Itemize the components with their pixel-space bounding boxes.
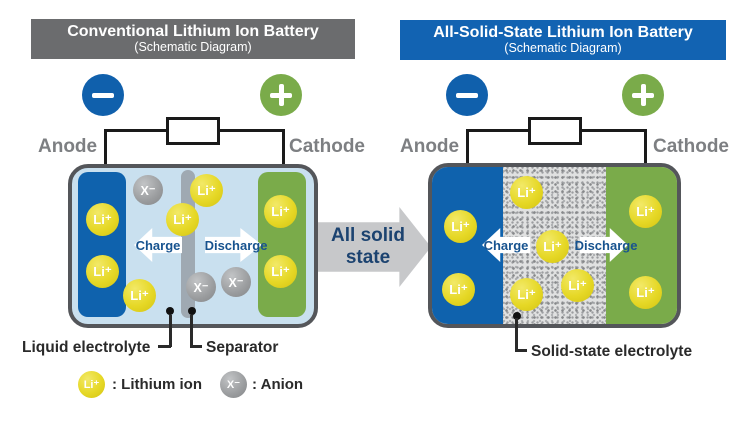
all-solid-state-line2: state bbox=[345, 246, 391, 268]
right-discharge-label: Discharge bbox=[574, 238, 638, 253]
lithium-ion-icon: Li⁺ bbox=[510, 176, 543, 209]
circuit-load-box bbox=[528, 117, 582, 145]
lithium-ion-icon: Li⁺ bbox=[442, 273, 475, 306]
liquid-electrolyte-leader-line bbox=[169, 315, 172, 347]
circuit-wire-cathode bbox=[282, 129, 285, 166]
plus-terminal-icon bbox=[260, 74, 302, 116]
legend-lithium-ion-icon: Li⁺ bbox=[78, 371, 105, 398]
lithium-ion-icon: Li⁺ bbox=[444, 210, 477, 243]
circuit-wire-anode bbox=[466, 129, 469, 165]
left-cathode-label: Cathode bbox=[289, 136, 365, 157]
separator-leader-line bbox=[190, 315, 193, 347]
left-charge-label: Charge bbox=[135, 238, 181, 253]
solid-state-electrolyte-label: Solid-state electrolyte bbox=[531, 343, 693, 360]
liquid-electrolyte-label: Liquid electrolyte bbox=[22, 339, 151, 356]
solid-state-battery-cell: Charge Discharge Li⁺ Li⁺ Li⁺ Li⁺ Li⁺ Li⁺… bbox=[428, 163, 681, 328]
right-panel-subtitle: (Schematic Diagram) bbox=[504, 40, 622, 55]
minus-bar bbox=[456, 92, 478, 98]
lithium-ion-icon: Li⁺ bbox=[190, 174, 223, 207]
right-charge-label: Charge bbox=[483, 238, 529, 253]
plus-vbar bbox=[278, 84, 284, 106]
legend-anion-label: : Anion bbox=[252, 376, 304, 393]
left-panel-title: Conventional Lithium Ion Battery bbox=[67, 23, 319, 41]
all-solid-state-text: All solid state bbox=[322, 225, 414, 269]
circuit-load-box bbox=[166, 117, 220, 145]
left-panel-subtitle: (Schematic Diagram) bbox=[134, 39, 252, 54]
lithium-ion-icon: Li⁺ bbox=[166, 203, 199, 236]
circuit-wire-cathode bbox=[644, 129, 647, 165]
solid-electrolyte-leader-line bbox=[515, 318, 518, 351]
right-panel-title: All-Solid-State Lithium Ion Battery bbox=[433, 24, 693, 42]
lithium-ion-icon: Li⁺ bbox=[264, 255, 297, 288]
minus-terminal-icon bbox=[446, 74, 488, 116]
anion-icon: X⁻ bbox=[133, 175, 163, 205]
anion-icon: X⁻ bbox=[186, 272, 216, 302]
lithium-ion-icon: Li⁺ bbox=[561, 269, 594, 302]
lithium-ion-icon: Li⁺ bbox=[510, 278, 543, 311]
separator-leader-tick bbox=[190, 345, 202, 348]
circuit-wire-anode bbox=[104, 129, 107, 166]
anion-icon: X⁻ bbox=[221, 267, 251, 297]
lithium-ion-icon: Li⁺ bbox=[86, 255, 119, 288]
minus-bar bbox=[92, 92, 114, 98]
plus-vbar bbox=[640, 84, 646, 106]
right-panel-header: All-Solid-State Lithium Ion Battery (Sch… bbox=[400, 20, 726, 60]
liquid-battery-cell: Charge Discharge X⁻ X⁻ X⁻ Li⁺ Li⁺ Li⁺ Li… bbox=[68, 164, 318, 328]
lithium-ion-icon: Li⁺ bbox=[264, 195, 297, 228]
lithium-ion-icon: Li⁺ bbox=[629, 195, 662, 228]
right-anode-label: Anode bbox=[400, 136, 460, 157]
separator-marker-dot bbox=[188, 307, 196, 315]
lithium-ion-icon: Li⁺ bbox=[536, 230, 569, 263]
left-anode-label: Anode bbox=[38, 136, 98, 157]
legend-anion-icon: X⁻ bbox=[220, 371, 247, 398]
lithium-ion-icon: Li⁺ bbox=[629, 276, 662, 309]
solid-electrolyte-leader-tick bbox=[515, 349, 527, 352]
plus-terminal-icon bbox=[622, 74, 664, 116]
liquid-electrolyte-leader-tick bbox=[158, 345, 171, 348]
left-anode-bar bbox=[78, 172, 126, 317]
lithium-ion-icon: Li⁺ bbox=[86, 203, 119, 236]
left-panel-header: Conventional Lithium Ion Battery (Schema… bbox=[31, 19, 355, 59]
lithium-ion-icon: Li⁺ bbox=[123, 279, 156, 312]
legend-lithium-label: : Lithium ion bbox=[112, 376, 202, 393]
separator-label: Separator bbox=[206, 339, 279, 356]
left-discharge-label: Discharge bbox=[204, 238, 268, 253]
solid-electrolyte-marker-dot bbox=[513, 312, 521, 320]
liquid-electrolyte-marker-dot bbox=[166, 307, 174, 315]
minus-terminal-icon bbox=[82, 74, 124, 116]
right-cathode-label: Cathode bbox=[653, 136, 729, 157]
all-solid-state-line1: All solid bbox=[331, 225, 405, 246]
